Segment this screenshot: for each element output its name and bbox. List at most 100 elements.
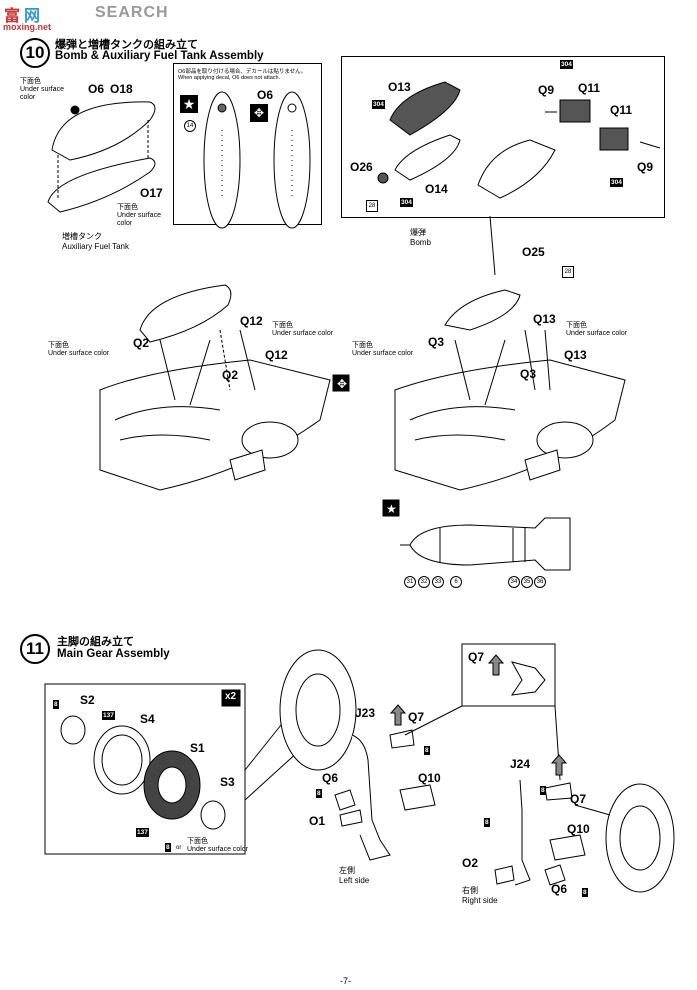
link-q7-right bbox=[544, 782, 573, 801]
q7-arrow-left bbox=[389, 704, 407, 726]
decal-note-jp: O6部品を取り付ける場合、デカールは貼りません。 bbox=[178, 69, 307, 75]
right-caption-en: Right side bbox=[462, 896, 498, 905]
watermark-logo-mark: 网 bbox=[24, 8, 41, 25]
right-color-jp-b: 下面色 bbox=[566, 322, 587, 329]
part-o2 bbox=[494, 865, 515, 885]
strut-j24 bbox=[514, 779, 531, 886]
tank-color-jp: 下面色 bbox=[20, 78, 41, 85]
tire-s4 bbox=[93, 725, 151, 795]
gear-arm-q10 bbox=[399, 784, 436, 811]
q7-arrow-up bbox=[487, 654, 505, 676]
left-color-jp-a: 下面色 bbox=[48, 342, 69, 349]
decal-note-en: When applying decal, O6 does not attach. bbox=[178, 75, 281, 81]
svg-text:★: ★ bbox=[386, 502, 397, 516]
paint-137-a: 137 bbox=[102, 711, 115, 720]
bomb-caption-en: Bomb bbox=[410, 238, 431, 247]
bomb-fin-q11b bbox=[599, 127, 629, 151]
hub-s2 bbox=[60, 715, 86, 745]
part-o6-note: O6 bbox=[257, 88, 274, 102]
tank-color-en-2: color bbox=[20, 94, 36, 101]
decal-6: 6 bbox=[450, 576, 462, 588]
decal-33: 33 bbox=[432, 576, 444, 588]
part-o18: O18 bbox=[110, 82, 133, 96]
part-q2-b: Q2 bbox=[222, 368, 239, 382]
or-label: or bbox=[176, 845, 182, 851]
decal-note-box bbox=[173, 63, 322, 225]
part-q9-b: Q9 bbox=[637, 160, 654, 174]
decal-28-a: 28 bbox=[366, 200, 378, 212]
left-color-jp-b: 下面色 bbox=[272, 322, 293, 329]
qty-label: x2 bbox=[225, 691, 237, 702]
left-caption-jp: 左側 bbox=[339, 866, 355, 875]
rack-left bbox=[229, 449, 266, 481]
paint-8-g: 8 bbox=[540, 786, 546, 795]
paint-8-f: 8 bbox=[582, 888, 588, 897]
part-o14: O14 bbox=[425, 182, 448, 196]
step-10-title-en: Bomb & Auxiliary Fuel Tank Assembly bbox=[55, 50, 264, 62]
tank-caption-jp: 増槽タンク bbox=[62, 232, 102, 241]
decal-32: 32 bbox=[418, 576, 430, 588]
hub-s3 bbox=[200, 800, 226, 830]
right-color-jp-a: 下面色 bbox=[352, 342, 373, 349]
paint-304-d: 304 bbox=[610, 178, 623, 187]
right-color-en-b: Under surface color bbox=[566, 330, 628, 337]
part-q2-a: Q2 bbox=[133, 336, 150, 350]
part-q6-right bbox=[544, 864, 566, 886]
part-q7-right: Q7 bbox=[570, 792, 587, 806]
part-q11-b: Q11 bbox=[610, 103, 633, 117]
tank-left-assembled bbox=[139, 284, 232, 343]
bomb-assembled bbox=[477, 139, 556, 199]
part-q12-a: Q12 bbox=[240, 314, 263, 328]
bomb-caption-jp: 爆弾 bbox=[410, 228, 426, 237]
strut-j23 bbox=[351, 734, 391, 861]
step-10-title-jp: 爆弾と増槽タンクの組み立て bbox=[55, 39, 198, 51]
wheel-well-left bbox=[241, 421, 299, 459]
bomb-side-view bbox=[409, 517, 571, 571]
part-s4: S4 bbox=[140, 712, 155, 726]
part-q3-b: Q3 bbox=[520, 367, 537, 381]
step-11-title-jp: 主脚の組み立て bbox=[57, 636, 134, 648]
part-q13-b: Q13 bbox=[564, 348, 587, 362]
step-11-number: 11 bbox=[20, 634, 50, 664]
part-s3: S3 bbox=[220, 775, 235, 789]
svg-text:✥: ✥ bbox=[337, 377, 347, 391]
decal-31: 31 bbox=[404, 576, 416, 588]
page-number: -7- bbox=[340, 976, 351, 986]
wheel-right bbox=[605, 783, 675, 893]
watermark-logo: 富 bbox=[4, 8, 21, 25]
wheel-color-jp: 下面色 bbox=[187, 838, 208, 845]
watermark-site: moxing.net bbox=[3, 22, 52, 32]
wheel-left bbox=[279, 649, 357, 771]
bomb-fin-q11 bbox=[559, 99, 591, 123]
part-q3-a: Q3 bbox=[428, 335, 445, 349]
paint-304-c: 304 bbox=[560, 60, 573, 69]
tank-caption-en: Auxiliary Fuel Tank bbox=[62, 242, 129, 251]
bomb-upper bbox=[389, 81, 461, 136]
rack-right bbox=[524, 449, 561, 481]
part-q6-right-label: Q6 bbox=[551, 882, 568, 896]
part-q13-a: Q13 bbox=[533, 312, 556, 326]
wheel-box bbox=[44, 683, 246, 855]
star-icon: ★ bbox=[180, 95, 198, 113]
wheel-color-en: Under surface color bbox=[187, 846, 249, 853]
link-q7-left bbox=[389, 729, 415, 749]
part-o25: O25 bbox=[522, 245, 545, 259]
paint-8-d: 8 bbox=[316, 789, 322, 798]
right-caption-jp: 右側 bbox=[462, 886, 478, 895]
step-10-number: 10 bbox=[20, 38, 50, 68]
tank-upper-half bbox=[51, 101, 156, 161]
paint-8-c: 8 bbox=[424, 746, 430, 755]
part-q7-left: Q7 bbox=[408, 710, 425, 724]
bomb-box bbox=[341, 56, 665, 218]
paint-8-e: 8 bbox=[484, 818, 490, 827]
part-j23: J23 bbox=[355, 706, 376, 720]
part-s1: S1 bbox=[190, 741, 205, 755]
decal-14: 14 bbox=[184, 120, 196, 132]
left-color-en-b: Under surface color bbox=[272, 330, 334, 337]
paint-304-a: 304 bbox=[372, 100, 385, 109]
part-q10-left: Q10 bbox=[418, 771, 441, 785]
orientation-icon-top: ✥ bbox=[250, 104, 268, 122]
orientation-icon bbox=[332, 374, 350, 392]
part-o1-label: O1 bbox=[309, 814, 326, 828]
